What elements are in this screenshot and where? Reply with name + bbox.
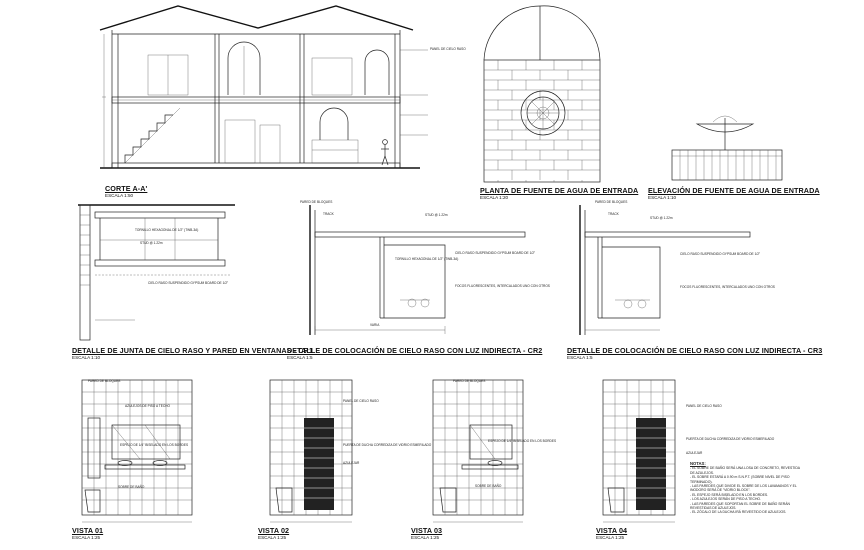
note-item: - EL SOBRE ESTARÁ A 0.90 m S.N.P.T. (SOB… xyxy=(690,475,790,484)
fountain-plan-scale: ESCALA 1:20 xyxy=(480,195,509,200)
view-04-scale: ESCALA 1:25 xyxy=(596,535,625,540)
label-cielo-susp-cr2: CIELO RASO SUSPENDIDO GYPSUM BOARD DE 1/… xyxy=(455,251,536,255)
label-pared-bloques-v1: PARED DE BLOQUES xyxy=(88,379,121,383)
view-01-drawing xyxy=(81,379,193,523)
section-scale: ESCALA 1:50 xyxy=(105,193,134,198)
label-sobre-v1: SOBRE DE BAÑO xyxy=(118,485,145,489)
view-02-drawing xyxy=(269,379,353,523)
note-item: - LAS PAREDES QUE SOPORTAN EL SOBRE DE B… xyxy=(690,501,790,511)
fountain-plan-drawing xyxy=(483,5,601,183)
label-stud-cr1: STUD @ 1.22m xyxy=(140,241,163,245)
cr1-scale: ESCALA 1:10 xyxy=(72,355,101,360)
label-panel-cielo: PANEL DE CIELO RASO xyxy=(430,47,466,51)
notes-header: NOTAS: xyxy=(690,461,706,466)
note-item: - EL SOBRE DE BAÑO SERÁ UNA LOSA DE CONC… xyxy=(690,466,800,475)
view-02-scale: ESCALA 1:25 xyxy=(258,535,287,540)
label-puerta-v2: PUERTA DE DUCHA CORREDIZA DE VIDRIO ESME… xyxy=(343,443,432,447)
label-sobre-v3: SOBRE DE BAÑO xyxy=(475,484,502,488)
label-espejo-v1: ESPEJO DE 1/4" BISELADO EN LOS BORDES xyxy=(120,443,189,447)
label-foco-cr3: FOCOS FLUORESCENTES, INTERCALADOS UNO CO… xyxy=(680,285,775,289)
label-varia-cr2: VARIA xyxy=(370,323,380,327)
cr2-scale: ESCALA 1:5 xyxy=(287,355,313,360)
label-puerta-v4: PUERTA DE DUCHA CORREDIZA DE VIDRIO ESME… xyxy=(686,437,775,441)
view-04-title: VISTA 04 xyxy=(596,526,628,535)
label-foco-cr2: FOCOS FLUORESCENTES, INTERCALADOS UNO CO… xyxy=(455,284,550,288)
detail-cr1-drawing xyxy=(78,204,235,341)
fountain-elevation-drawing xyxy=(671,115,783,181)
label-cielo-susp-cr3: CIELO RASO SUSPENDIDO GYPSUM BOARD DE 1/… xyxy=(680,252,761,256)
cr1-title: DETALLE DE JUNTA DE CIELO RASO Y PARED E… xyxy=(72,346,313,355)
label-tornillo-cr1: TORNILLO HEXAGONAL DE 1/2" (TWB-3A) xyxy=(135,228,199,232)
note-item: - LAS PAREDES QUE DIVIDE EL SOBRE DE LOS… xyxy=(690,484,797,493)
cr3-title: DETALLE DE COLOCACIÓN DE CIELO RASO CON … xyxy=(567,346,823,355)
label-azulejar-v2: AZULEJAR xyxy=(343,461,360,465)
view-01-title: VISTA 01 xyxy=(72,526,104,535)
detail-cr2-drawing xyxy=(309,205,526,335)
note-item: - LOS AZULEJOS SERÁN DE PISO A TECHO. xyxy=(690,497,761,502)
note-item: - EL ESPEJO SERÁ BISELADO EN LOS BORDES. xyxy=(690,492,769,497)
section-title: CORTE A-A' xyxy=(105,184,148,193)
note-item: - EL ZÓCALO DE LA DUCHA IRÁ REVESTIDO DE… xyxy=(690,510,787,515)
section-a-a-drawing xyxy=(99,5,428,169)
view-01-scale: ESCALA 1:25 xyxy=(72,535,101,540)
label-pared-bloques-v3: PARED DE BLOQUES xyxy=(453,379,486,383)
label-pared-bloques-cr3: PARED DE BLOQUES xyxy=(595,200,628,204)
fountain-elevation-scale: ESCALA 1:10 xyxy=(648,195,677,200)
cr2-title: DETALLE DE COLOCACIÓN DE CIELO RASO CON … xyxy=(287,346,543,355)
label-pared-bloques-cr2: PARED DE BLOQUES xyxy=(300,200,333,204)
view-03-scale: ESCALA 1:25 xyxy=(411,535,440,540)
cr3-scale: ESCALA 1:5 xyxy=(567,355,593,360)
label-panel-cielo-v4: PANEL DE CIELO RASO xyxy=(686,404,722,408)
label-azulejos-v1: AZULEJOS DE PISO A TECHO xyxy=(125,404,170,408)
fountain-elevation-title: ELEVACIÓN DE FUENTE DE AGUA DE ENTRADA xyxy=(648,186,820,195)
fountain-plan-title: PLANTA DE FUENTE DE AGUA DE ENTRADA xyxy=(480,186,639,195)
label-track-cr3: TRACK xyxy=(608,212,619,216)
label-espejo-v3: ESPEJO DE 1/4" BISELADO EN LOS BORDES xyxy=(488,439,557,443)
label-cielo-susp-cr1: CIELO RASO SUSPENDIDO GYPSUM BOARD DE 1/… xyxy=(148,281,229,285)
view-02-title: VISTA 02 xyxy=(258,526,290,535)
label-azulejar-v4: AZULEJAR xyxy=(686,451,703,455)
label-track-cr2: TRACK xyxy=(323,212,334,216)
label-stud-cr3: STUD @ 1.22m xyxy=(650,216,673,220)
label-stud-cr2: STUD @ 1.22m xyxy=(425,213,448,217)
notes-block: NOTAS: - EL SOBRE DE BAÑO SERÁ UNA LOSA … xyxy=(690,461,800,515)
view-03-title: VISTA 03 xyxy=(411,526,443,535)
label-panel-cielo-v2: PANEL DE CIELO RASO xyxy=(343,399,379,403)
view-04-drawing xyxy=(602,379,676,523)
label-tornillo-cr2: TORNILLO HEXAGONAL DE 1/2" (TWB-3A) xyxy=(395,257,459,261)
view-03-drawing xyxy=(432,379,524,523)
detail-cr3-drawing xyxy=(579,205,751,335)
